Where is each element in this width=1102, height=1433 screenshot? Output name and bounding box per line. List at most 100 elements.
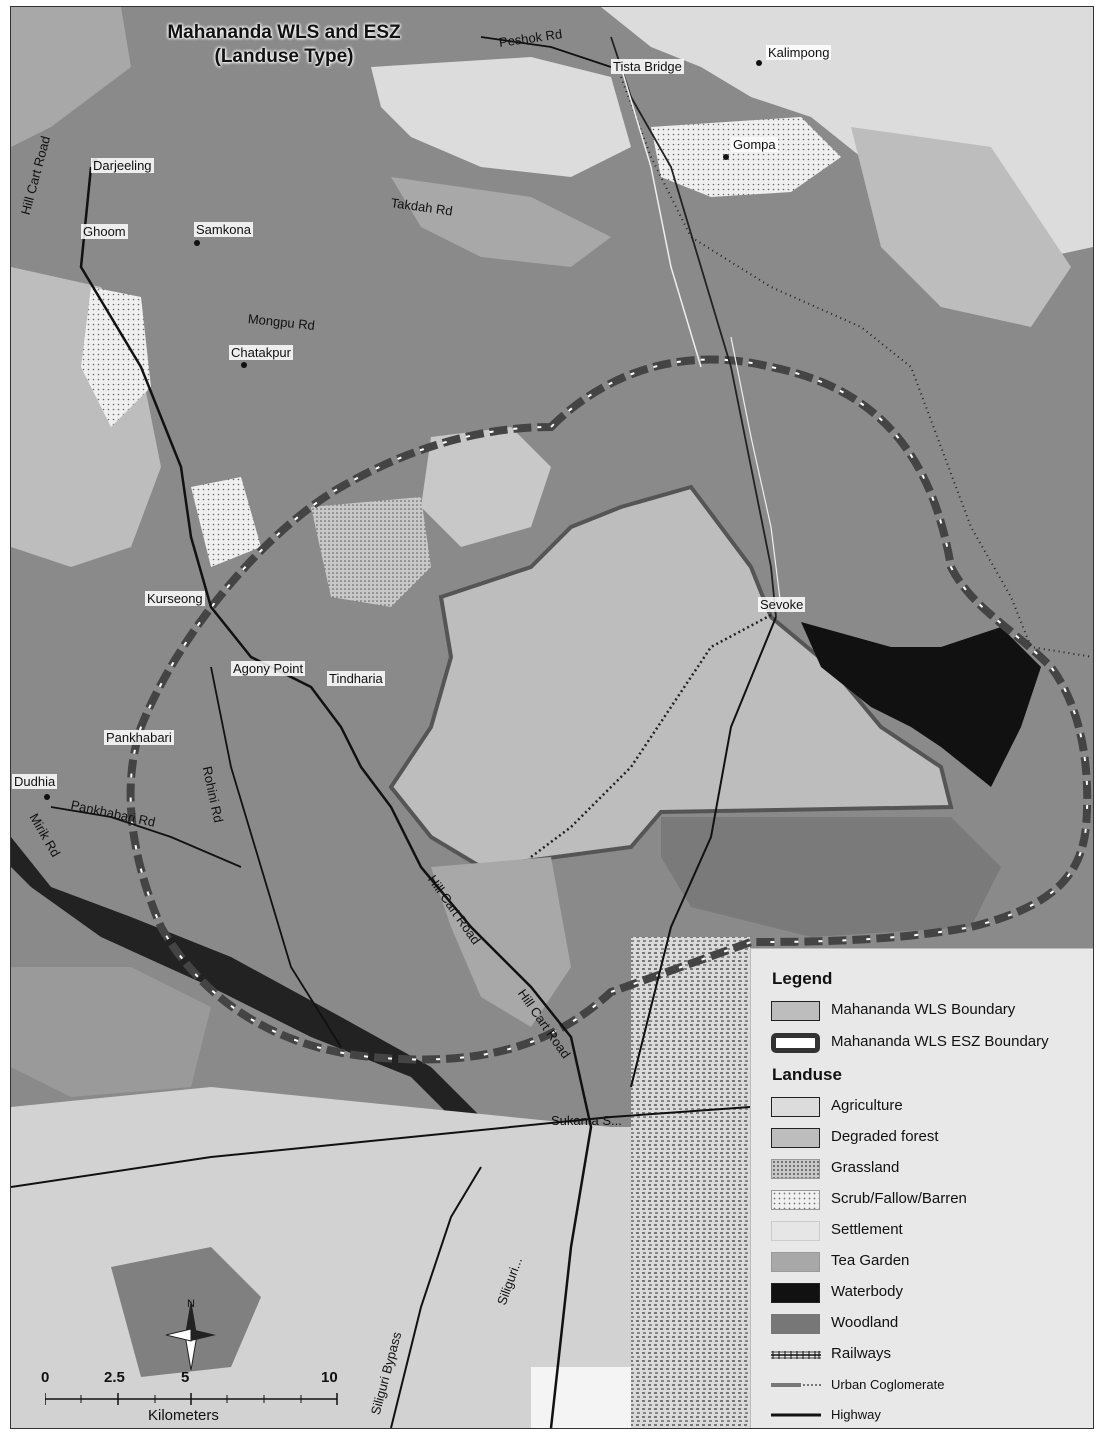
woodland-se	[661, 817, 1001, 937]
settlement-south	[531, 1367, 631, 1428]
urban-siliguri	[631, 937, 750, 1428]
place-tindharia[interactable]: Tindharia	[327, 671, 385, 686]
swatch-tea-garden	[771, 1252, 820, 1272]
legend-panel: Legend Mahananda WLS Boundary Mahananda …	[750, 948, 1093, 1428]
map-frame[interactable]: Mahananda WLS and ESZ (Landuse Type) Dar…	[10, 6, 1094, 1429]
swatch-degraded-forest	[771, 1128, 820, 1148]
wls-north	[421, 427, 551, 547]
legend-item-scrub: Scrub/Fallow/Barren	[771, 1188, 1093, 1212]
north-letter: N	[187, 1298, 195, 1310]
grass-center	[311, 497, 431, 607]
railway-sevoke	[530, 613, 772, 858]
swatch-scrub	[771, 1190, 820, 1210]
scale-tick-5: 5	[181, 1369, 190, 1386]
legend-label-degraded-forest: Degraded forest	[831, 1128, 939, 1145]
dot-dudhia	[44, 794, 50, 800]
scale-bar-line	[45, 1393, 338, 1405]
swatch-esz-boundary	[771, 1033, 820, 1053]
place-pankhabari[interactable]: Pankhabari	[104, 730, 174, 745]
scrub-gompa	[651, 117, 841, 197]
landuse-map[interactable]	[11, 7, 1093, 1428]
place-samkona[interactable]: Samkona	[194, 222, 253, 237]
highway-hill-cart	[79, 166, 593, 1428]
legend-item-agriculture: Agriculture	[771, 1095, 1093, 1119]
scale-unit: Kilometers	[148, 1407, 219, 1424]
legend-label-woodland: Woodland	[831, 1314, 899, 1331]
place-ghoom[interactable]: Ghoom	[81, 224, 128, 239]
place-kalimpong[interactable]: Kalimpong	[766, 45, 832, 60]
scrub-center	[191, 477, 261, 567]
highway-tista	[610, 36, 777, 618]
north-arrow-icon: N	[165, 1298, 216, 1371]
tea-north	[391, 177, 611, 267]
highway-pankhabari	[50, 806, 242, 868]
place-tista-bridge[interactable]: Tista Bridge	[611, 59, 684, 74]
map-title-line2: (Landuse Type)	[214, 46, 354, 67]
highway-rohini	[210, 666, 342, 1048]
dot-kalimpong	[756, 60, 762, 66]
highway-peshok	[480, 36, 612, 68]
swatch-wls-boundary	[771, 1001, 820, 1021]
degraded-east	[851, 127, 1071, 327]
swatch-highway	[771, 1413, 821, 1417]
place-sevoke[interactable]: Sevoke	[758, 597, 806, 612]
waterbody-river	[11, 837, 511, 1187]
swatch-waterbody	[771, 1283, 820, 1303]
swatch-settlement	[771, 1221, 820, 1241]
tea-west	[11, 7, 131, 147]
dot-samkona	[194, 240, 200, 246]
legend-label-waterbody: Waterbody	[831, 1283, 903, 1300]
legend-label-tea-garden: Tea Garden	[831, 1252, 910, 1269]
esz-boundary	[126, 355, 1092, 1064]
tea-south	[431, 857, 571, 1027]
map-title: Mahananda WLS and ESZ (Landuse Type)	[119, 21, 449, 69]
dot-gompa	[723, 154, 729, 160]
dot-chatakpur	[241, 362, 247, 368]
swatch-agriculture	[771, 1097, 820, 1117]
place-gompa[interactable]: Gompa	[731, 137, 778, 152]
wls-core	[388, 484, 954, 870]
scrub-west	[81, 287, 151, 427]
tea-sw	[11, 967, 211, 1097]
swatch-urban	[771, 1383, 821, 1387]
place-darjeeling[interactable]: Darjeeling	[91, 158, 154, 173]
place-dudhia[interactable]: Dudhia	[12, 774, 58, 789]
legend-item-settlement: Settlement	[771, 1219, 1093, 1243]
legend-label-wls-boundary: Mahananda WLS Boundary	[831, 1001, 1016, 1018]
legend-label-railways: Railways	[831, 1345, 892, 1362]
scale-tick-10: 10	[321, 1369, 338, 1386]
legend-item-urban: Urban Coglomerate	[771, 1373, 1093, 1397]
legend-item-railways: Railways	[771, 1343, 1093, 1367]
place-kurseong[interactable]: Kurseong	[145, 591, 205, 606]
place-chatakpur[interactable]: Chatakpur	[229, 345, 293, 360]
river-mahananda	[730, 336, 782, 608]
waterbody-east	[801, 622, 1041, 787]
legend-item-wls-boundary: Mahananda WLS Boundary	[771, 999, 1093, 1023]
legend-label-settlement: Settlement	[831, 1221, 903, 1238]
woodland-sw	[111, 1247, 261, 1377]
map-title-line1: Mahananda WLS and ESZ	[167, 22, 401, 43]
swatch-woodland	[771, 1314, 820, 1334]
legend-label-highway: Highway	[831, 1407, 881, 1422]
legend-landuse-title: Landuse	[772, 1065, 842, 1084]
legend-label-scrub: Scrub/Fallow/Barren	[831, 1190, 967, 1207]
legend-item-waterbody: Waterbody	[771, 1281, 1093, 1305]
place-agony-point[interactable]: Agony Point	[231, 661, 306, 676]
highway-bypass	[390, 1166, 482, 1428]
railway-tista	[620, 76, 1093, 658]
agri-north-mid	[371, 57, 631, 177]
highway-east-west	[11, 1106, 751, 1188]
legend-label-grassland: Grassland	[831, 1159, 900, 1176]
legend-label-agriculture: Agriculture	[831, 1097, 903, 1114]
legend-item-woodland: Woodland	[771, 1312, 1093, 1336]
legend-item-esz-boundary: Mahananda WLS ESZ Boundary	[771, 1031, 1093, 1055]
scale-tick-0: 0	[41, 1369, 50, 1386]
highway-sevoke	[630, 616, 777, 1088]
scale-tick-2-5: 2.5	[104, 1369, 125, 1386]
scale-bar: 0 2.5 5 10 Kilometers	[41, 1369, 361, 1428]
place-sukanta[interactable]: Sukanta S...	[551, 1113, 622, 1128]
river-tista	[620, 66, 702, 368]
legend-item-degraded-forest: Degraded forest	[771, 1126, 1093, 1150]
legend-item-highway: Highway	[771, 1403, 1093, 1427]
legend-item-tea-garden: Tea Garden	[771, 1250, 1093, 1274]
